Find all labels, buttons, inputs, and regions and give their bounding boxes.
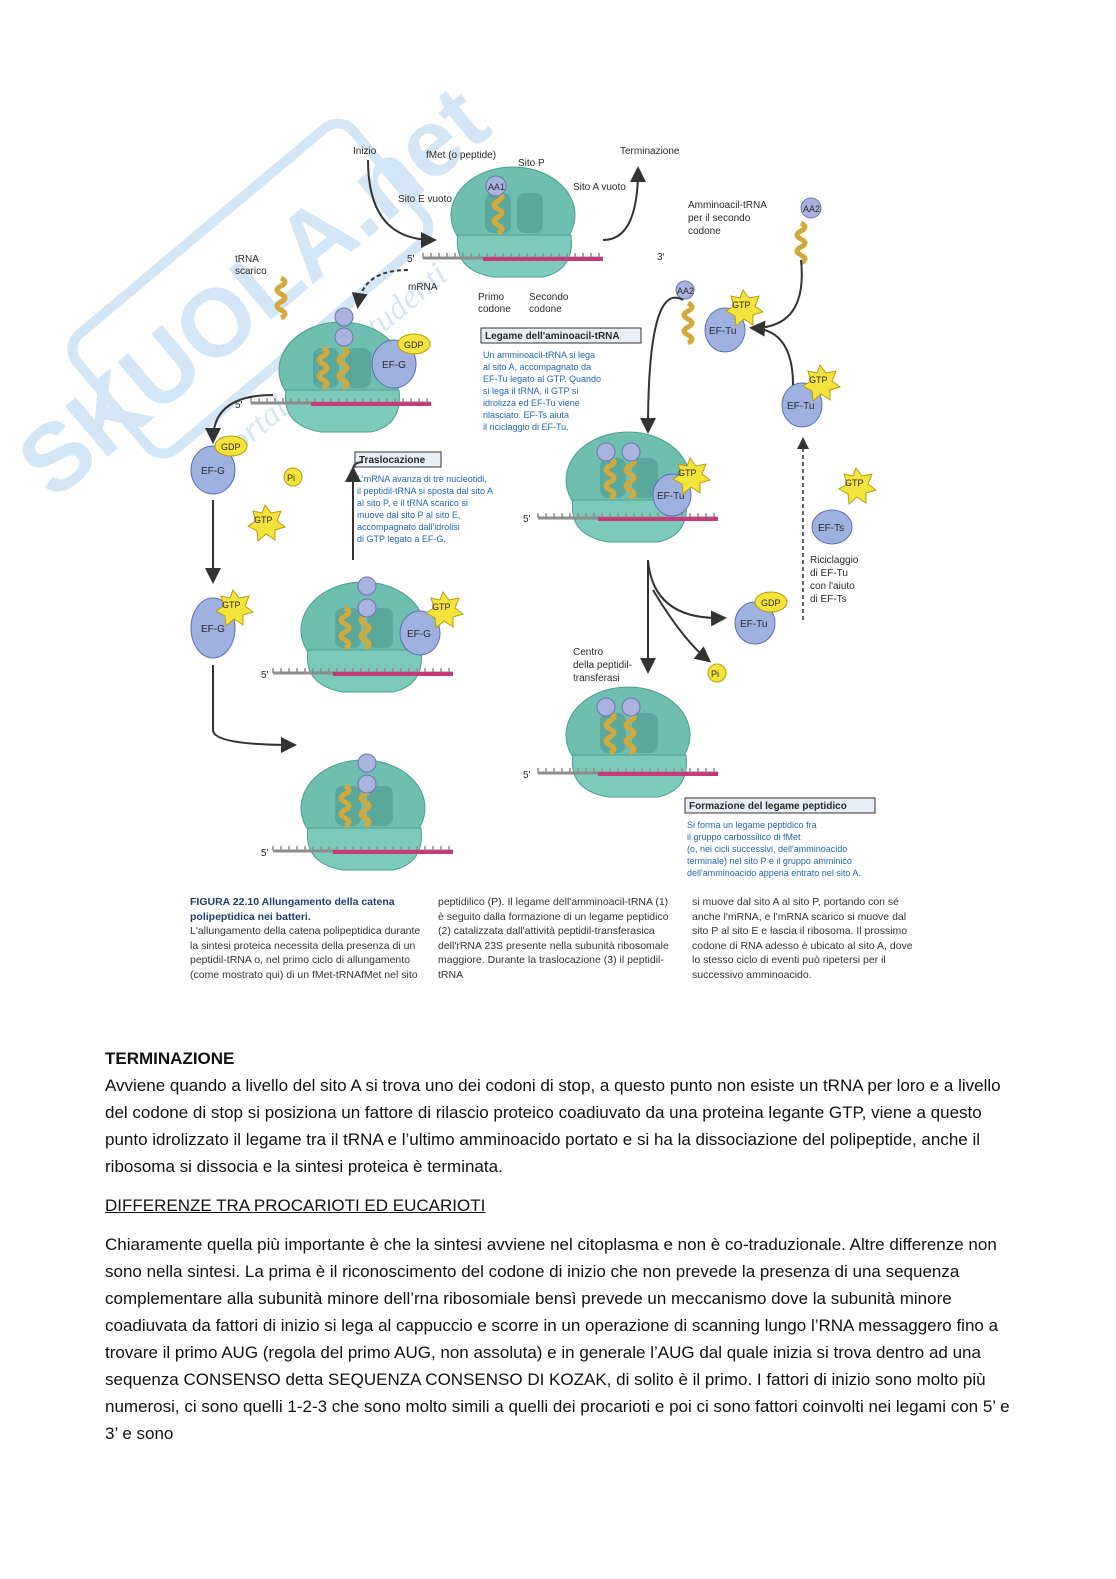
label-5prime-right-lower: 5' [523, 770, 531, 781]
ef-g-upper-label: EF-G [382, 360, 406, 371]
gdp-lower-right-label: GDP [761, 598, 781, 608]
caption-column-1: FIGURA 22.10 Allungamento della catena p… [190, 895, 425, 983]
caption-text-2: peptidilico (P). Il legame dell'amminoac… [438, 896, 669, 981]
ef-g-left-label: EF-G [201, 466, 225, 477]
box-formazione-line: (o, nei cicli successivi, dell'amminoaci… [687, 844, 847, 854]
box-traslocazione-title: Traslocazione [359, 455, 426, 466]
box-legame-line: al sito A, accompagnato da [483, 362, 591, 372]
caption-title: FIGURA 22.10 Allungamento della catena p… [190, 896, 395, 923]
box-traslocazione-line: L'mRNA avanza di tre nucleotidi, [357, 474, 487, 484]
label-secondo-codone: codone [529, 304, 562, 315]
aa1-top [485, 175, 507, 197]
label-amminoacil: Amminoacil-tRNA [688, 200, 767, 211]
caption-column-3: si muove dal sito A al sito P, portando … [692, 895, 922, 983]
caption-column-2: peptidilico (P). Il legame dell'amminoac… [438, 895, 673, 983]
label-fmet: fMet (o peptide) [426, 150, 496, 161]
box-formazione-line: dell'amminoacido appena entrato nel sito… [687, 868, 861, 878]
heading-differenze: DIFFERENZE TRA PROCARIOTI ED EUCARIOTI [105, 1196, 486, 1215]
label-centro-1: Centro [573, 647, 603, 658]
gtp-left-label: GTP [254, 515, 273, 525]
caption-text-3: si muove dal sito A al sito P, portando … [692, 896, 913, 981]
gtp-right-label: GTP [809, 375, 828, 385]
box-traslocazione-line: il peptidil-tRNA si sposta dal sito A [357, 486, 493, 496]
label-5prime-left-middle: 5' [261, 670, 269, 681]
box-formazione: Formazione del legame peptidico Si forma… [684, 797, 876, 878]
label-scarico: scarico [235, 266, 267, 277]
label-primo-codone: codone [478, 304, 511, 315]
gdp-left-label: GDP [221, 442, 241, 452]
label-5prime-right-middle: 5' [523, 514, 531, 525]
caption-text-1: L'allungamento della catena polipeptidic… [190, 925, 421, 981]
figure-caption: FIGURA 22.10 Allungamento della catena p… [190, 895, 920, 1003]
box-legame: Legame dell'aminoacil-tRNA Un amminoacil… [480, 327, 642, 432]
box-formazione-line: il gruppo carbossilico di fMet [687, 832, 801, 842]
pi-left-label: Pi [287, 473, 295, 483]
paragraph-differenze: Chiaramente quella più importante è che … [105, 1235, 1010, 1443]
paragraph-terminazione: Avviene quando a livello del sito A si t… [105, 1076, 1001, 1176]
pi-right-label: Pi [711, 669, 719, 679]
document-body: TERMINAZIONE Avviene quando a livello de… [105, 1045, 1010, 1447]
label-terminazione: Terminazione [620, 146, 680, 157]
ef-tu-middle-label: EF-Tu [657, 491, 684, 502]
ef-tu-right-label: EF-Tu [787, 401, 814, 412]
box-formazione-line: terminale) nel sito P e il gruppo ammini… [687, 856, 852, 866]
box-traslocazione-line: di GTP legato a EF-G. [357, 534, 446, 544]
label-3prime-top: 3' [657, 252, 665, 263]
label-5prime-bottom-left: 5' [261, 848, 269, 859]
box-legame-line: il riciclaggio di EF-Tu. [483, 422, 569, 432]
box-formazione-line: Si forma un legame peptidico fra [687, 820, 817, 830]
gtp-ef-g-middle-label: GTP [432, 602, 451, 612]
gtp-right-recycle-label: GTP [845, 478, 864, 488]
ef-g-left-lower-label: EF-G [201, 624, 225, 635]
label-secondo: Secondo [529, 292, 569, 303]
label-5prime-top: 5' [407, 254, 415, 265]
label-riciclaggio-4: di EF-Ts [810, 594, 847, 605]
ef-ts-label: EF-Ts [818, 523, 844, 534]
label-5prime-left-upper: 5' [235, 400, 243, 411]
box-traslocazione-line: muove dal sito P al sito E, [357, 510, 460, 520]
ef-g-middle-label: EF-G [407, 629, 431, 640]
ribosome-figure: 5' 3' AA1 Inizio fMet (o peptide) Sito P… [183, 140, 918, 1005]
label-mrna: mRNA [408, 282, 438, 293]
label-primo: Primo [478, 292, 505, 303]
aa1-top-label: AA1 [488, 182, 505, 192]
label-per-secondo: per il secondo [688, 213, 751, 224]
box-legame-title: Legame dell'aminoacil-tRNA [485, 331, 620, 342]
label-riciclaggio-2: di EF-Tu [810, 568, 848, 579]
box-legame-line: idrolizza ed EF-Tu viene [483, 398, 580, 408]
ef-tu-lower-label: EF-Tu [740, 619, 767, 630]
label-riciclaggio-1: Riciclaggio [810, 555, 859, 566]
box-traslocazione-line: al sito P, e il tRNA scarico si [357, 498, 468, 508]
label-sito-e: Sito E vuoto [398, 194, 452, 205]
label-riciclaggio-3: con l'aiuto [810, 581, 855, 592]
gtp-left-lower-label: GTP [222, 600, 241, 610]
heading-terminazione: TERMINAZIONE [105, 1049, 235, 1068]
box-legame-line: EF-Tu legato al GTP. Quando [483, 374, 601, 384]
box-legame-line: rilasciato. EF-Ts aiuta [483, 410, 569, 420]
label-sito-a: Sito A vuoto [573, 182, 626, 193]
gdp-upper-label: GDP [404, 340, 424, 350]
label-sito-p: Sito P [518, 158, 545, 169]
box-formazione-title: Formazione del legame peptidico [689, 801, 847, 812]
elongation-diagram: 5' 3' AA1 Inizio fMet (o peptide) Sito P… [190, 146, 878, 878]
box-traslocazione: Traslocazione L'mRNA avanza di tre nucle… [354, 451, 493, 544]
aa2-eftu-label: AA2 [677, 286, 694, 296]
label-trna: tRNA [235, 254, 259, 265]
aa2-top-right-label: AA2 [803, 204, 820, 214]
label-inizio: Inizio [353, 146, 377, 157]
gtp-middle-label: GTP [678, 468, 697, 478]
label-centro-3: transferasi [573, 673, 620, 684]
box-legame-line: si lega il tRNA, il GTP si [483, 386, 578, 396]
box-traslocazione-line: accompagnato dall'idrolisi [357, 522, 460, 532]
ef-tu-top-label: EF-Tu [709, 326, 736, 337]
gtp-top-label: GTP [732, 300, 751, 310]
label-codone: codone [688, 226, 721, 237]
box-legame-line: Un amminoacil-tRNA si lega [483, 350, 595, 360]
label-centro-2: della peptidil- [573, 660, 632, 671]
